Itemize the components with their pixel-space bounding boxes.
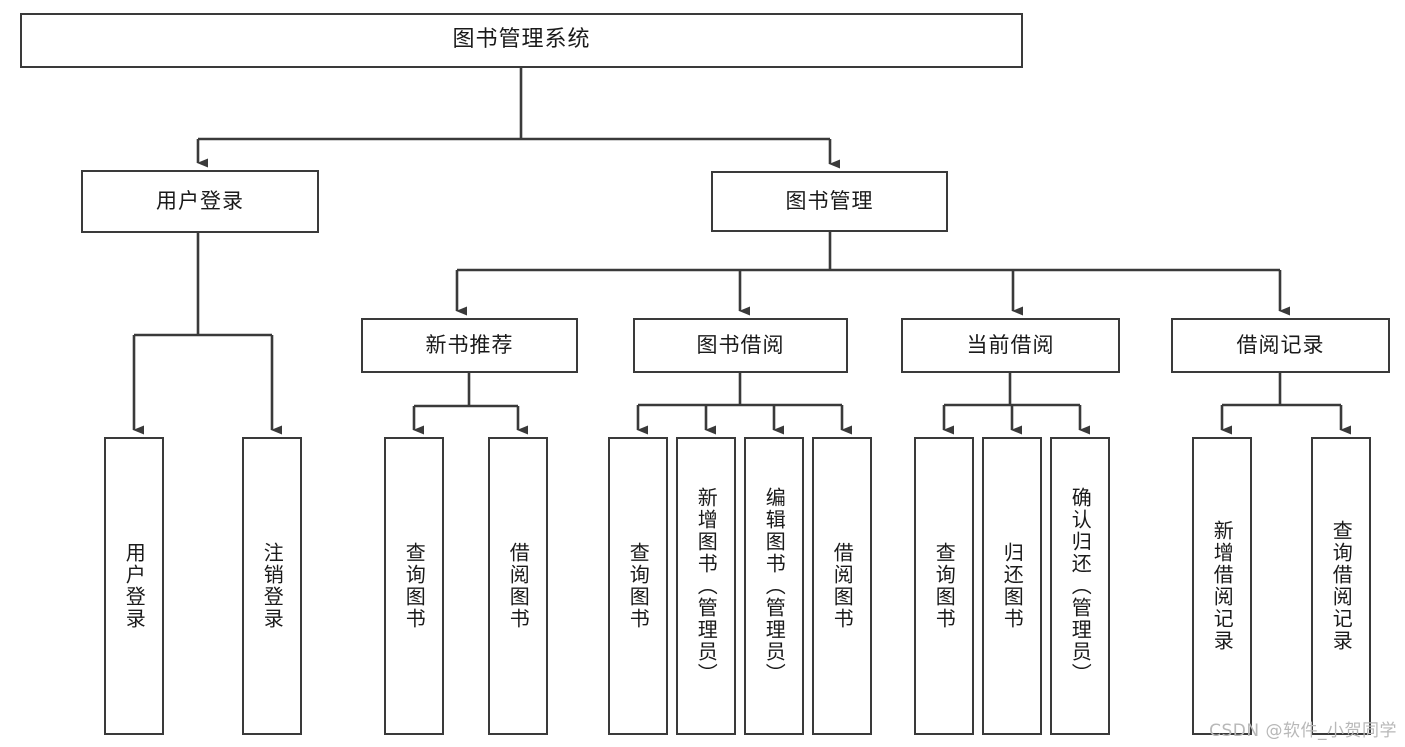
leaf-label: 借阅图书	[506, 542, 531, 630]
leaf-label: 注销登录	[260, 542, 285, 630]
leaf-label: 新增借阅记录	[1210, 520, 1235, 652]
leaf-label: 借阅图书	[830, 542, 855, 630]
leaf-add-borrowing-record[interactable]: 新增借阅记录	[1192, 437, 1252, 735]
leaf-return-books[interactable]: 归还图书	[982, 437, 1042, 735]
leaf-logout[interactable]: 注销登录	[242, 437, 302, 735]
node-book-borrowing[interactable]: 图书借阅	[633, 318, 848, 373]
leaf-confirm-return-admin[interactable]: 确认归还（管理员）	[1050, 437, 1110, 735]
leaf-query-borrowing-record[interactable]: 查询借阅记录	[1311, 437, 1371, 735]
leaf-label: 编辑图书（管理员）	[762, 487, 787, 685]
node-book-management[interactable]: 图书管理	[711, 171, 948, 232]
leaf-query-books-borrowing[interactable]: 查询图书	[608, 437, 668, 735]
leaf-user-login[interactable]: 用户登录	[104, 437, 164, 735]
leaf-label: 查询图书	[402, 542, 427, 630]
leaf-label: 查询图书	[932, 542, 957, 630]
leaf-edit-book-admin[interactable]: 编辑图书（管理员）	[744, 437, 804, 735]
leaf-label: 归还图书	[1000, 542, 1025, 630]
leaf-label: 确认归还（管理员）	[1068, 487, 1093, 685]
node-current-borrowing[interactable]: 当前借阅	[901, 318, 1120, 373]
leaf-borrow-books-new-recommendation[interactable]: 借阅图书	[488, 437, 548, 735]
leaf-query-books-new-recommendation[interactable]: 查询图书	[384, 437, 444, 735]
leaf-query-books-current[interactable]: 查询图书	[914, 437, 974, 735]
node-user-login[interactable]: 用户登录	[81, 170, 319, 233]
leaf-borrow-books[interactable]: 借阅图书	[812, 437, 872, 735]
leaf-add-book-admin[interactable]: 新增图书（管理员）	[676, 437, 736, 735]
leaf-label: 用户登录	[122, 542, 147, 630]
leaf-label: 查询图书	[626, 542, 651, 630]
node-root-book-management-system[interactable]: 图书管理系统	[20, 13, 1023, 68]
csdn-watermark: CSDN @软件_小贺同学	[1209, 721, 1397, 741]
node-borrowing-records[interactable]: 借阅记录	[1171, 318, 1390, 373]
leaf-label: 新增图书（管理员）	[694, 487, 719, 685]
node-new-book-recommendation[interactable]: 新书推荐	[361, 318, 578, 373]
leaf-label: 查询借阅记录	[1329, 520, 1354, 652]
